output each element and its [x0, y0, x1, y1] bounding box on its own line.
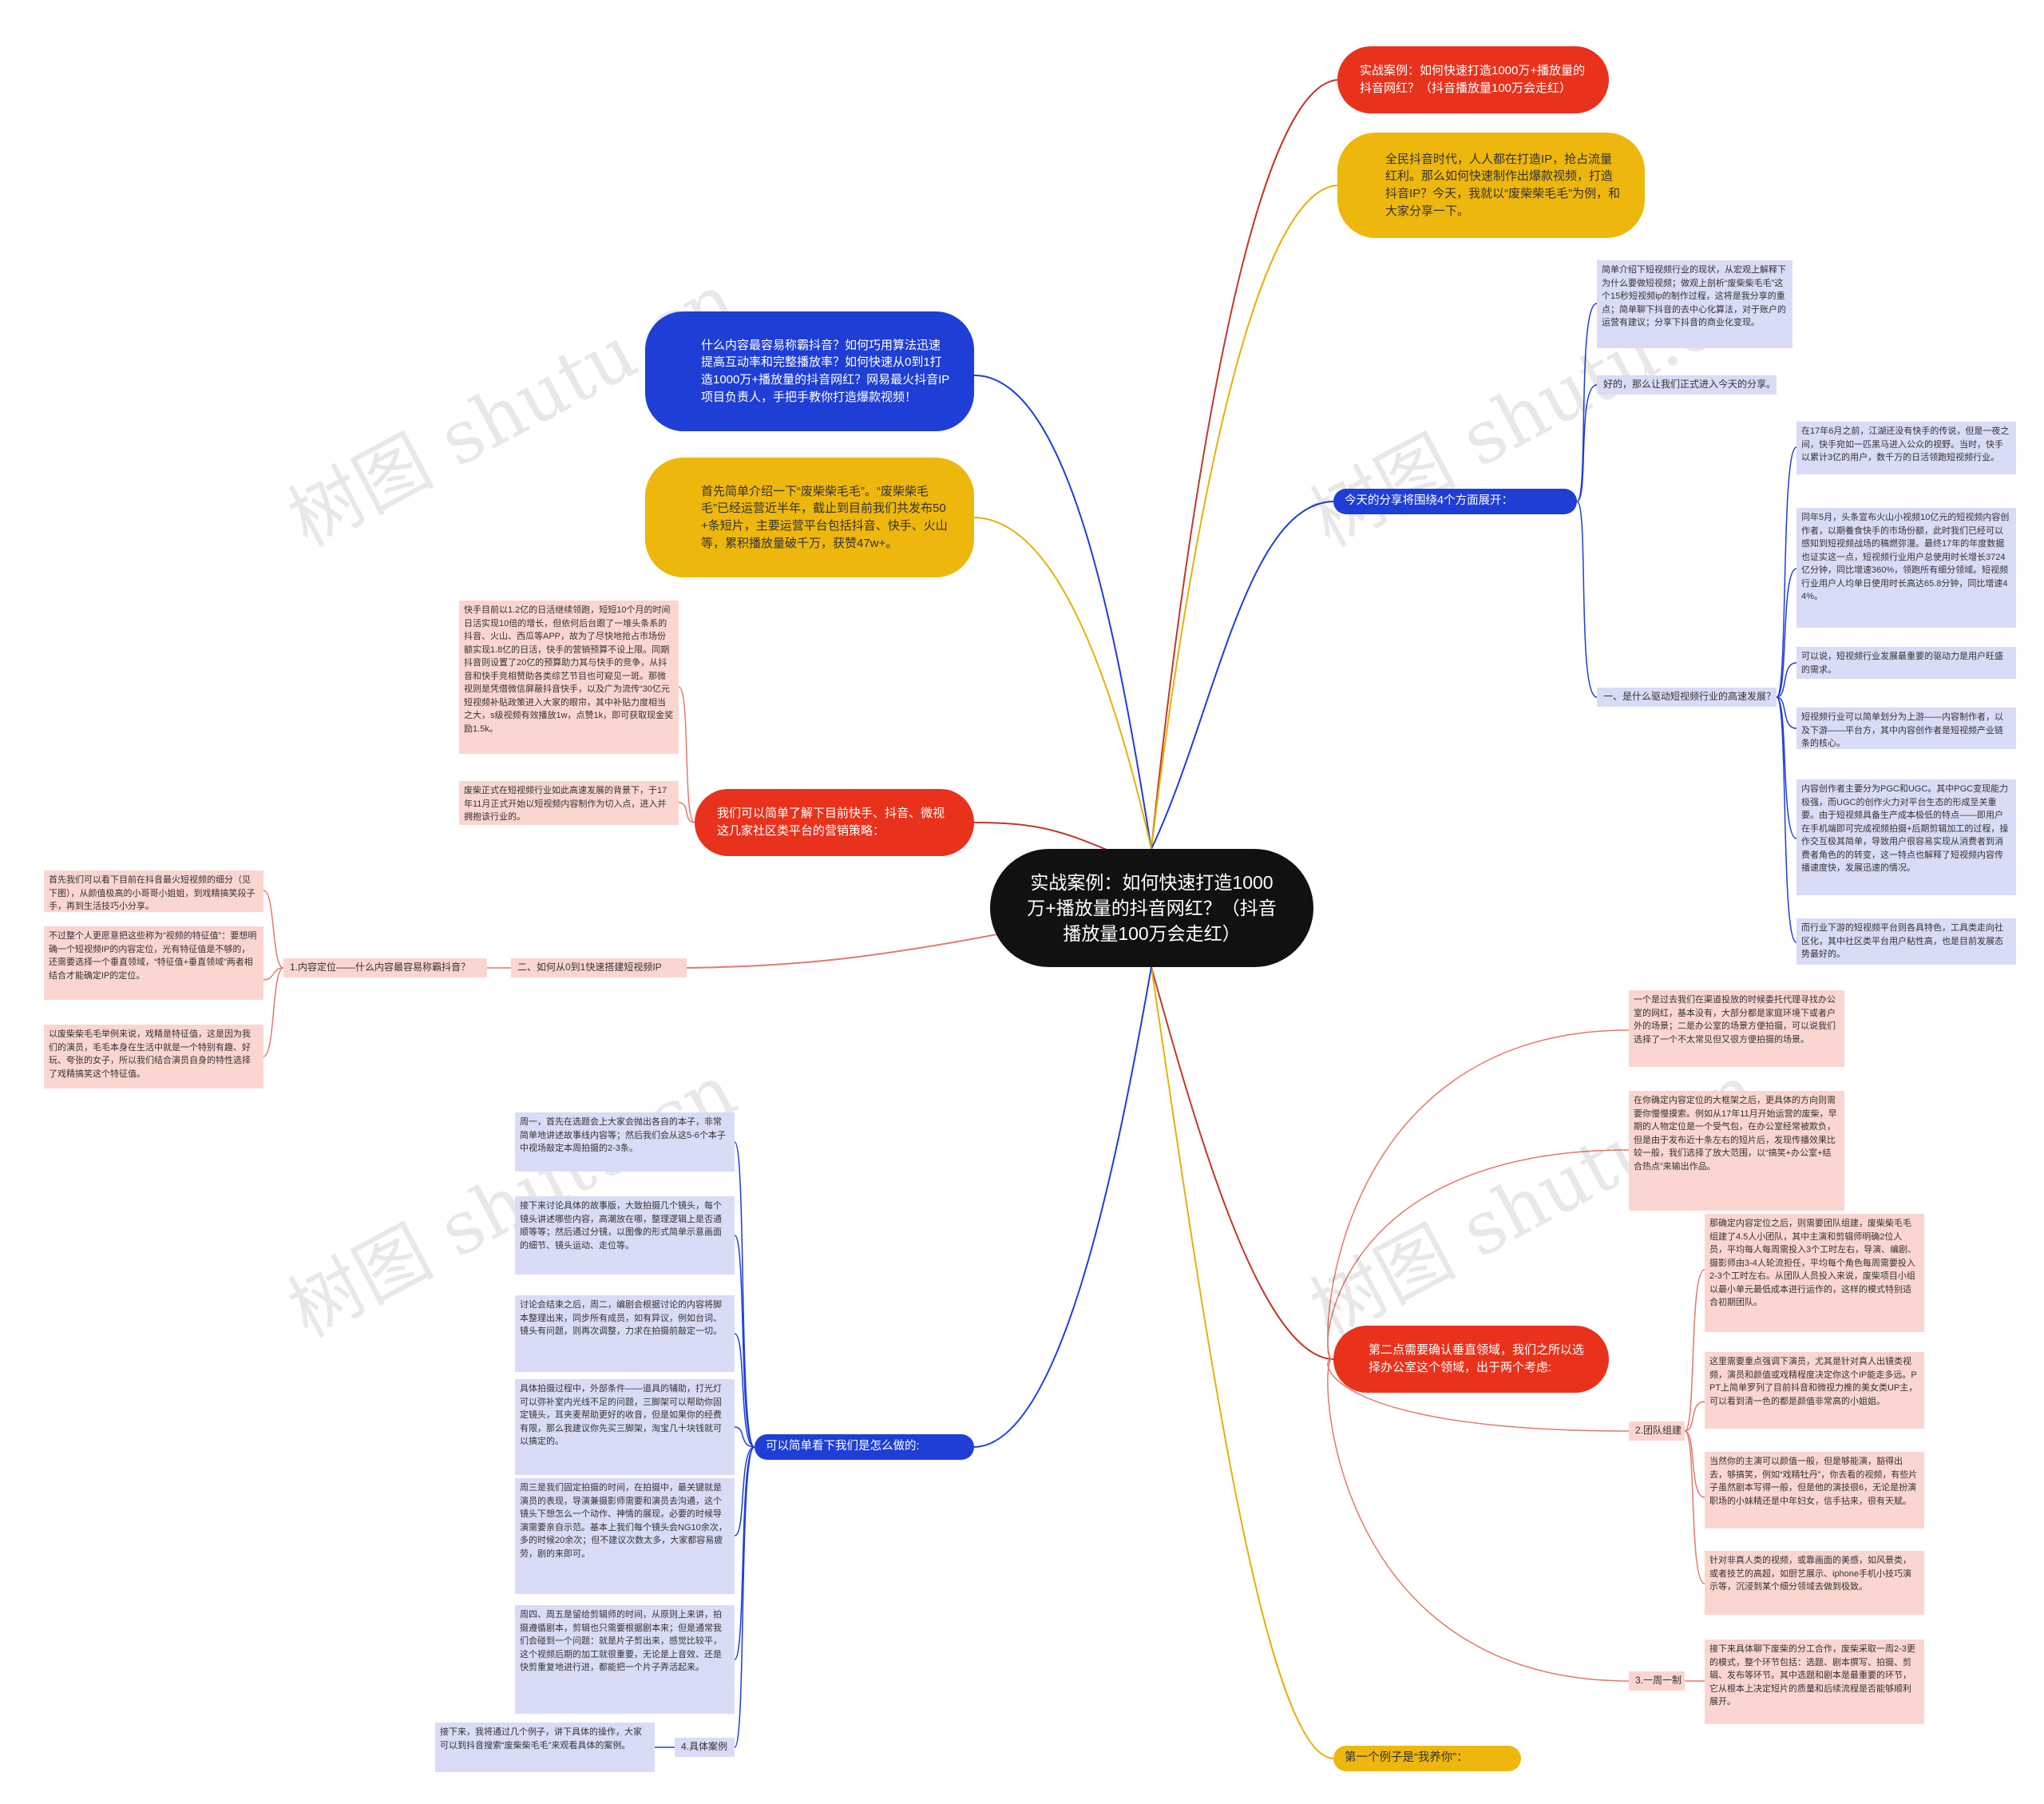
- link-example: [1151, 966, 1334, 1759]
- central-topic[interactable]: 实战案例：如何快速打造1000万+播放量的抖音网红？（抖音播放量100万会走红）: [990, 849, 1313, 967]
- share-leaf-start: 好的，那么让我们正式进入今天的分享。: [1597, 375, 1777, 395]
- build-leaf-2: 不过整个人更愿意把这些称为“视频的特征值”：要想明确一个短视频IP的内容定位，光…: [44, 926, 263, 1000]
- link-how: [973, 966, 1152, 1448]
- q1-leaf-2: 同年5月，头条宣布火山小视频10亿元的短视频内容创作者，以期養食快手的市场份额，…: [1796, 508, 2016, 628]
- how-node[interactable]: 可以简单看下我们是怎么做的:: [755, 1434, 974, 1460]
- share-leaf-intro: 简单介绍下短视频行业的现状，从宏观上解释下为什么要做短视频；做观上剖析“废柴柴毛…: [1597, 260, 1792, 348]
- q1-leaf-3: 可以说，短视频行业发展最重要的驱动力是用户旺盛的需求。: [1796, 647, 2016, 679]
- build-leaf-3: 以废柴柴毛毛举例来说，戏精是特征值，这是因为我们的演员，毛毛本身在生活中就是一个…: [44, 1025, 263, 1088]
- team-leaf-3: 当然你的主演可以颜值一般，但是够能演，豁得出去，够搞笑，例如“戏精牡丹”，你去看…: [1705, 1452, 1924, 1528]
- how-leaf-6: 周四、周五是留给剪辑师的时间，从原则上来讲，拍摄遵循剧本，剪辑也只需要根据剧本来…: [515, 1605, 735, 1714]
- strategy-leaf-2: 废柴正式在短视频行业如此高速发展的背景下，于17年11月正式开始以短视频内容制作…: [459, 781, 679, 825]
- how-leaf-5: 周三是我们固定拍摄的时间，在拍摄中，最关键就是演员的表现，导演兼摄影师需要和演员…: [515, 1478, 735, 1594]
- q1-leaf-4: 短视频行业可以简单划分为上游——内容制作者，以及下游——平台方，其中内容创作者是…: [1796, 708, 2016, 749]
- build-sub-node[interactable]: 1.内容定位——什么内容最容易称霸抖音？: [283, 958, 487, 977]
- team-leaf-1: 那确定内容定位之后，则需要团队组建，废柴柴毛毛组建了4.5人小团队，其中主演和剪…: [1705, 1214, 1924, 1332]
- example-node[interactable]: 第一个例子是“我养你”：: [1333, 1746, 1521, 1771]
- question-node[interactable]: 什么内容最容易称霸抖音？如何巧用算法迅速提高互动率和完整播放率？如何快速从0到1…: [645, 311, 974, 431]
- share-q1-node[interactable]: 一、是什么驱动短视频行业的高速发展？: [1597, 688, 1777, 707]
- team-node[interactable]: 2.团队组建: [1629, 1421, 1685, 1441]
- link-vertical: [1151, 966, 1334, 1360]
- intro-node[interactable]: 全民抖音时代，人人都在打造IP，抢占流量红利。那么如何快速制作出爆款视频，打造抖…: [1337, 133, 1645, 238]
- case-node[interactable]: 4.具体案例: [675, 1738, 735, 1757]
- week-leaf: 接下来具体聊下废柴的分工合作，废柴采取一周2-3更的模式，整个环节包括：选题、剧…: [1705, 1639, 1924, 1724]
- how-leaf-1: 周一，首先在选题会上大家会抛出各自的本子，非常简单地讲述故事线内容等；然后我们会…: [515, 1112, 735, 1172]
- top-title-node[interactable]: 实战案例：如何快速打造1000万+播放量的抖音网红？（抖音播放量100万会走红）: [1337, 46, 1609, 113]
- link-top-title: [1151, 79, 1338, 850]
- link-build: [686, 926, 1039, 969]
- link-strategy: [973, 822, 1119, 855]
- how-leaf-4: 具体拍摄过程中，外部条件——道具的辅助，打光灯可以弥补室内光线不足的问题，三脚架…: [515, 1379, 735, 1475]
- share-node[interactable]: 今天的分享将围绕4个方面展开：: [1333, 489, 1577, 514]
- q1-leaf-5: 内容创作者主要分为PGC和UGC。其中PGC变现能力极强，而UGC的创作火力对平…: [1796, 779, 2016, 895]
- strategy-leaf-1: 快手目前以1.2亿的日活继续领跑，短短10个月的时间日活实现10倍的增长，但依何…: [459, 601, 679, 754]
- vertical-leaf-2: 在你确定内容定位的大框架之后，更具体的方向则需要你慢慢摸索。例如从17年11月开…: [1629, 1091, 1844, 1211]
- link-q-blue: [973, 375, 1152, 850]
- how-leaf-3: 讨论会结束之后，周二，编剧会根据讨论的内容将脚本整理出来，同步所有成员，如有异议…: [515, 1295, 735, 1372]
- link-intro2: [973, 517, 1152, 850]
- vertical-leaf-1: 一个是过去我们在渠道投放的时候委托代理寻找办公室的网红，基本没有，大部分都是家庭…: [1629, 990, 1844, 1067]
- team-leaf-4: 针对非真人类的视频，或靠画面的美感，如风景类，或者技艺的高超，如厨艺展示、iph…: [1705, 1551, 1924, 1615]
- link-share: [1151, 501, 1334, 850]
- link-intro: [1151, 184, 1338, 850]
- case-leaf: 接下来，我将通过几个例子，讲下具体的操作，大家可以到抖音搜索“废柴柴毛毛”来观看…: [435, 1723, 655, 1772]
- q1-leaf-1: 在17年6月之前，江湖还没有快手的传说，但是一夜之间，快手宛如一匹黑马进入公众的…: [1796, 422, 2016, 474]
- team-leaf-2: 这里需要重点强调下演员，尤其是针对真人出镜类视频，演员和颜值或戏精程度决定你这个…: [1705, 1352, 1924, 1429]
- build-leaf-1: 首先我们可以看下目前在抖音最火短视频的细分（见下图），从颜值极高的小哥哥小姐姐，…: [44, 870, 263, 912]
- intro2-node[interactable]: 首先简单介绍一下“废柴柴毛毛”。“废柴柴毛毛”已经运营近半年，截止到目前我们共发…: [645, 458, 974, 577]
- how-leaf-2: 接下来讨论具体的故事版，大致拍摄几个镜头，每个镜头讲述哪些内容，高潮放在哪，整理…: [515, 1196, 735, 1275]
- q1-leaf-6: 而行业下游的短视频平台则各具特色，工具类走向社区化，其中社区类平台用户粘性高，也…: [1796, 918, 2016, 965]
- strategy-node[interactable]: 我们可以简单了解下目前快手、抖音、微视这几家社区类平台的营销策略：: [695, 789, 974, 856]
- week-node[interactable]: 3.一周一制: [1629, 1671, 1685, 1691]
- build-node[interactable]: 二、如何从0到1快速搭建短视频IP: [511, 958, 687, 977]
- vertical-node[interactable]: 第二点需要确认垂直领域，我们之所以选择办公室这个领域，出于两个考虑:: [1333, 1326, 1609, 1393]
